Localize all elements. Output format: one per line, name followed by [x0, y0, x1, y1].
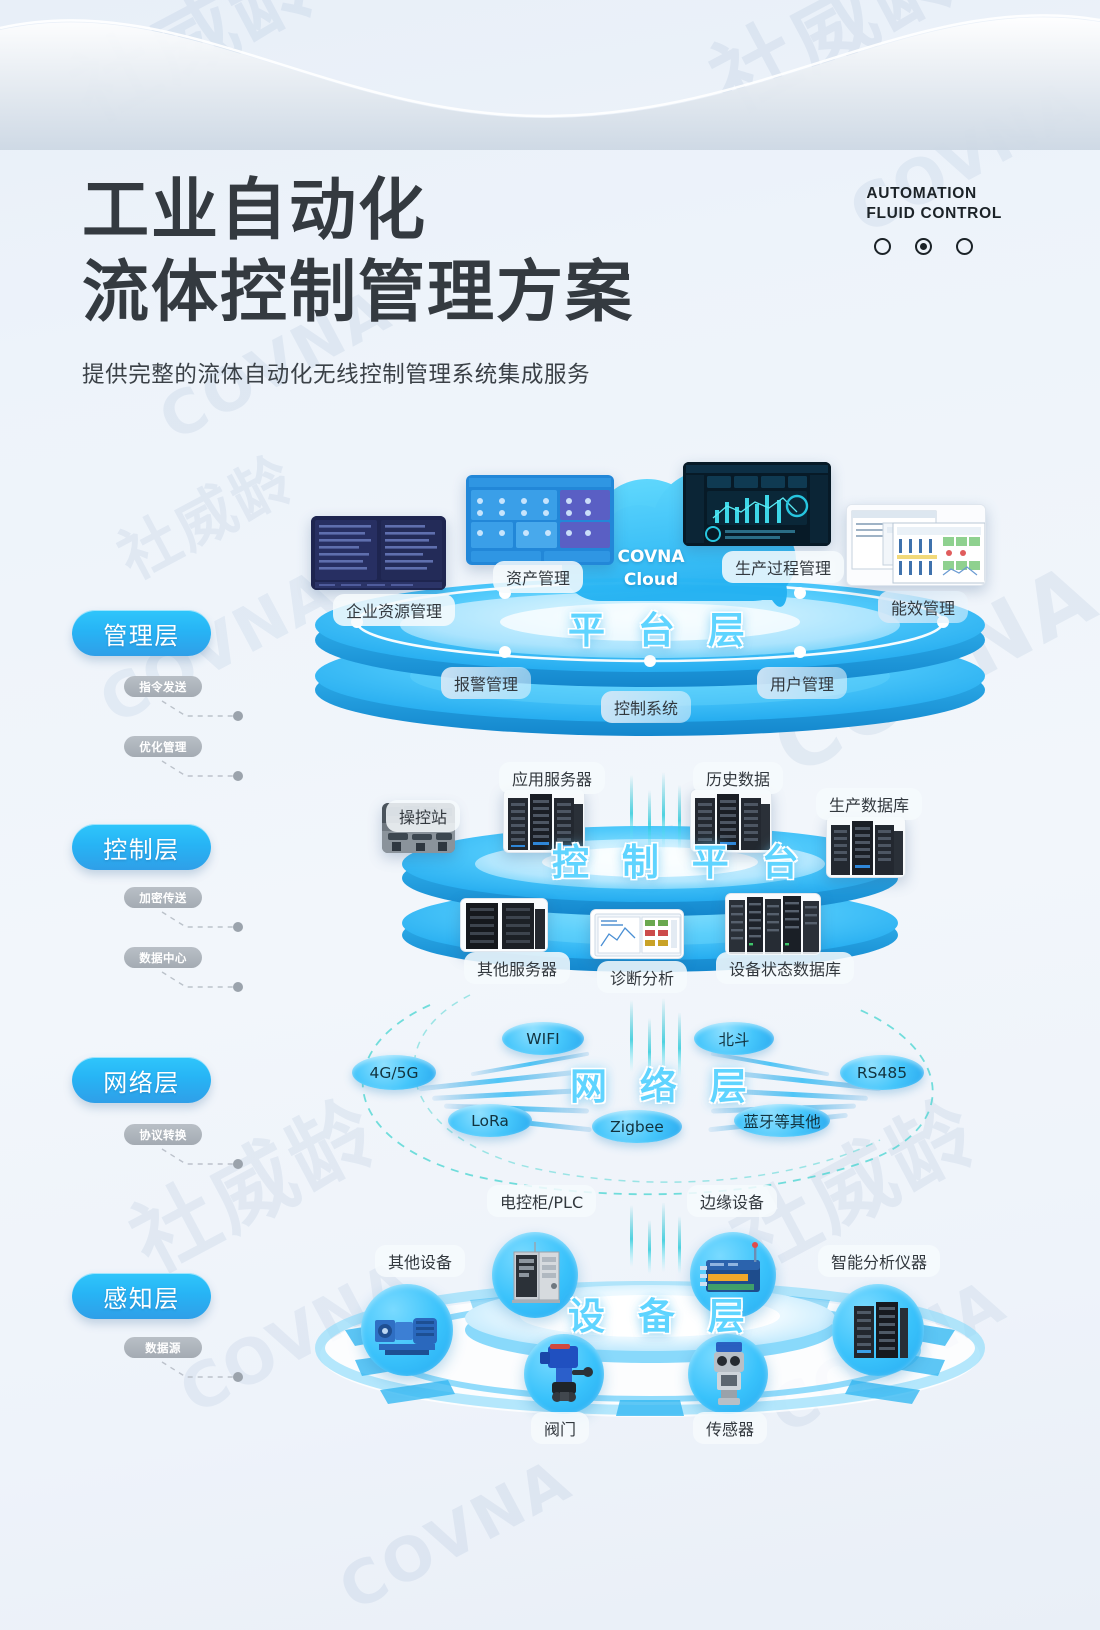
- device-node-sensor[interactable]: 传感器: [693, 1412, 768, 1444]
- sidebar-tag-optimization[interactable]: 优化管理: [124, 736, 202, 757]
- screen-thumb-energy: [846, 504, 986, 586]
- device-icon-pump: [361, 1284, 453, 1376]
- control-node-history-data[interactable]: 历史数据: [693, 762, 784, 794]
- device-node-plc[interactable]: 电控柜/PLC: [487, 1185, 597, 1217]
- icon-other-servers: [460, 898, 548, 952]
- control-beam-lines: [630, 772, 681, 852]
- control-node-app-server[interactable]: 应用服务器: [499, 762, 606, 794]
- device-icon-sensor: [688, 1334, 768, 1414]
- icon-server-rack: [503, 789, 585, 853]
- network-node-beidou[interactable]: 北斗: [694, 1022, 774, 1055]
- platform-node-control-system[interactable]: 控制系统: [601, 691, 692, 723]
- page-subtitle: 提供完整的流体自动化无线控制管理系统集成服务: [82, 362, 591, 389]
- tag-pill-label[interactable]: 数据中心: [124, 947, 202, 968]
- sidebar-tag-command-send[interactable]: 指令发送: [124, 676, 202, 697]
- brand-line-2: FLUID CONTROL: [866, 205, 1002, 223]
- network-node-bluetooth[interactable]: 蓝牙等其他: [734, 1104, 830, 1137]
- brand-mark: AUTOMATION FLUID CONTROL: [866, 184, 1002, 255]
- brand-line-1: AUTOMATION: [866, 185, 977, 202]
- screen-thumb-erp: [311, 516, 446, 590]
- device-node-edge[interactable]: 边缘设备: [687, 1185, 778, 1217]
- sidebar-tag-protocol-conversion[interactable]: 协议转换: [124, 1124, 202, 1145]
- platform-node-production[interactable]: 生产过程管理: [722, 551, 845, 583]
- page-title: 工业自动化 流体控制管理方案 提供完整的流体自动化无线控制管理系统集成服务: [82, 170, 634, 389]
- platform-node-asset[interactable]: 资产管理: [493, 561, 584, 593]
- layer-pill-label[interactable]: 网络层: [72, 1057, 211, 1103]
- platform-node-user[interactable]: 用户管理: [757, 667, 848, 699]
- device-node-analyzer[interactable]: 智能分析仪器: [818, 1245, 941, 1277]
- layer-pill-label[interactable]: 控制层: [72, 824, 211, 870]
- circle-filled-icon: [915, 237, 933, 255]
- sidebar-tag-data-source[interactable]: 数据源: [124, 1337, 202, 1358]
- rail-connectors: [161, 700, 234, 1378]
- screen-thumb-production: [683, 462, 831, 546]
- cloud-label-line-2: Cloud: [623, 569, 679, 590]
- icon-diagnostic-panel: [590, 909, 684, 959]
- rail-connector-dots: [233, 711, 243, 1382]
- control-node-production-db[interactable]: 生产数据库: [816, 788, 923, 820]
- platform-layer-title: 平 台 层: [568, 609, 755, 652]
- layer-pill-label[interactable]: 感知层: [72, 1273, 211, 1319]
- device-node-other[interactable]: 其他设备: [375, 1245, 466, 1277]
- header-wave-decoration: [0, 14, 1100, 150]
- device-node-valve[interactable]: 阀门: [531, 1412, 590, 1444]
- circle-icon: [956, 237, 974, 255]
- sidebar-layer-network[interactable]: 网络层: [72, 1057, 211, 1103]
- control-node-diagnostics[interactable]: 诊断分析: [597, 961, 688, 993]
- icon-device-status-db: [725, 893, 821, 955]
- cloud-label-line-1: COVNA: [617, 547, 685, 567]
- circle-icon: [874, 237, 892, 255]
- network-node-wifi[interactable]: WIFI: [502, 1022, 584, 1055]
- cloud-label: COVNA Cloud: [596, 546, 706, 592]
- title-line-1: 工业自动化: [82, 171, 427, 249]
- sidebar-layer-management[interactable]: 管理层: [72, 610, 211, 656]
- sidebar-layer-control[interactable]: 控制层: [72, 824, 211, 870]
- network-node-rs485[interactable]: RS485: [840, 1055, 924, 1090]
- network-node-zigbee[interactable]: Zigbee: [592, 1110, 682, 1143]
- brand-dots: [866, 237, 1002, 255]
- device-icon-edge-gateway: [690, 1232, 776, 1318]
- control-node-other-servers[interactable]: 其他服务器: [464, 952, 571, 984]
- icon-server-rack: [690, 789, 772, 853]
- network-node-lora[interactable]: LoRa: [448, 1104, 532, 1137]
- control-node-operator-station[interactable]: 操控站: [386, 800, 461, 832]
- sidebar-layer-perception[interactable]: 感知层: [72, 1273, 211, 1319]
- network-layer-title: 网 络 层: [570, 1065, 757, 1108]
- control-node-device-status-db[interactable]: 设备状态数据库: [716, 952, 855, 984]
- device-icon-plc-cabinet: [492, 1232, 578, 1318]
- icon-server-rack: [826, 816, 906, 878]
- title-line-2: 流体控制管理方案: [82, 252, 634, 331]
- sidebar-tag-encrypted-transfer[interactable]: 加密传送: [124, 887, 202, 908]
- tag-pill-label[interactable]: 优化管理: [124, 736, 202, 757]
- platform-node-alarm[interactable]: 报警管理: [441, 667, 532, 699]
- network-node-4g5g[interactable]: 4G/5G: [352, 1055, 436, 1090]
- tag-pill-label[interactable]: 协议转换: [124, 1124, 202, 1145]
- device-icon-valve: [524, 1334, 604, 1414]
- platform-node-erp[interactable]: 企业资源管理: [333, 594, 456, 626]
- screen-thumb-asset: [466, 475, 614, 565]
- device-icon-analyzer: [832, 1284, 924, 1376]
- tag-pill-label[interactable]: 加密传送: [124, 887, 202, 908]
- device-layer-title: 设 备 层: [568, 1295, 755, 1338]
- platform-node-energy[interactable]: 能效管理: [878, 591, 969, 623]
- layer-pill-label[interactable]: 管理层: [72, 610, 211, 656]
- control-layer-title: 控 制 平 台: [552, 841, 809, 884]
- tag-pill-label[interactable]: 数据源: [124, 1337, 202, 1358]
- tag-pill-label[interactable]: 指令发送: [124, 676, 202, 697]
- sidebar-tag-data-center[interactable]: 数据中心: [124, 947, 202, 968]
